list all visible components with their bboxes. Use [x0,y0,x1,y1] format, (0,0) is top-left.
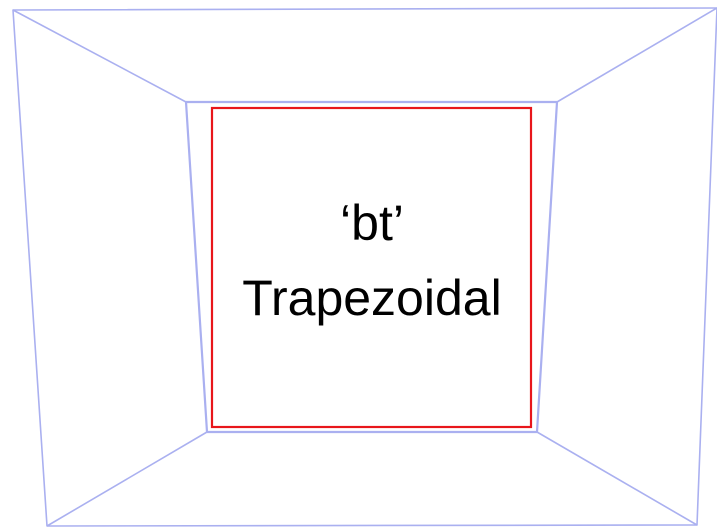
label-bt: ‘bt’ [340,195,404,251]
mesh-outer-boundary [12,7,717,527]
mesh-inner-trapezoid [184,100,559,434]
label-trapezoidal: Trapezoidal [242,270,502,326]
mesh-corner-connectors [12,7,717,527]
connector-top-left [12,9,187,103]
inner-red-box [210,106,533,429]
connector-bottom-left [46,431,208,527]
outer-quadrilateral [12,7,717,527]
inner-trapezoid [184,100,559,434]
connector-top-right [556,7,717,103]
connector-bottom-right [536,431,698,526]
